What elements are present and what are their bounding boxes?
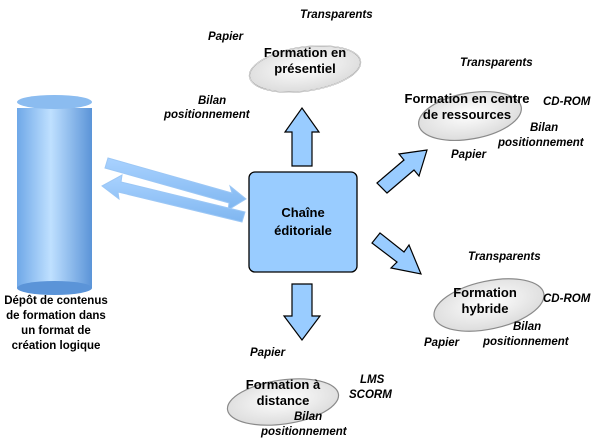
central-box <box>248 171 358 273</box>
store-label-line: un format de <box>21 325 91 337</box>
centre-title: Formation en centre de ressources <box>392 91 542 123</box>
distance-tag-scorm: SCORM <box>349 389 392 401</box>
store-label-line: de formation dans <box>6 310 106 322</box>
storage-cylinder <box>17 95 92 295</box>
hybride-tag-transparents: Transparents <box>468 251 541 263</box>
presentiel-tag-positionnement: positionnement <box>164 109 250 121</box>
centre-tag-positionnement: positionnement <box>498 137 584 149</box>
store-label-line: création logique <box>11 340 101 352</box>
presentiel-tag-papier: Papier <box>208 31 244 43</box>
central-label-line1: Chaîne <box>281 205 325 220</box>
hybride-title-line1: Formation <box>453 285 517 300</box>
centre-tag-papier: Papier <box>451 149 487 161</box>
hybride-tag-papier: Papier <box>424 337 460 349</box>
disc-distance <box>226 378 340 426</box>
distance-tag-lms: LMS <box>360 374 385 386</box>
presentiel-tag-transparents: Transparents <box>300 9 373 21</box>
arrow-store-to-chain <box>104 157 247 211</box>
centre-title-line1: Formation en centre <box>404 91 530 106</box>
central-box-label: Chaîne éditoriale <box>249 204 357 240</box>
hybride-tag-positionnement: positionnement <box>483 336 569 348</box>
centre-tag-transparents: Transparents <box>460 57 533 69</box>
arrow-down <box>282 283 322 341</box>
centre-tag-cdrom: CD-ROM <box>543 96 591 108</box>
store-label: Dépôt de contenus de formation dans un f… <box>0 294 112 354</box>
central-label-line2: éditoriale <box>274 223 332 238</box>
disc-hybride <box>433 278 545 332</box>
arrow-chain-to-store <box>101 174 246 223</box>
distance-tag-bilan: Bilan <box>294 411 323 423</box>
hybride-title: Formation hybride <box>430 285 540 317</box>
hybride-tag-bilan: Bilan <box>513 321 542 333</box>
arrow-upper-right <box>376 149 428 194</box>
arrow-lower-right <box>371 232 422 275</box>
hybride-title-line2: hybride <box>461 301 509 316</box>
hybride-tag-cdrom: CD-ROM <box>543 293 591 305</box>
distance-tag-papier: Papier <box>250 347 286 359</box>
presentiel-tag-bilan: Bilan <box>198 95 227 107</box>
arrow-up <box>283 106 321 167</box>
distance-tag-positionnement: positionnement <box>261 426 347 438</box>
distance-title-line1: Formation à <box>245 377 321 392</box>
distance-title-line2: distance <box>256 393 310 408</box>
presentiel-title-line1: Formation en <box>263 45 347 60</box>
store-exchange-arrows <box>101 157 247 223</box>
store-label-line: Dépôt de contenus <box>4 295 108 307</box>
presentiel-title-line2: présentiel <box>274 61 336 76</box>
presentiel-title: Formation en présentiel <box>245 45 365 77</box>
centre-tag-bilan: Bilan <box>530 122 559 134</box>
disc-presentiel <box>248 45 362 93</box>
distance-title: Formation à distance <box>228 377 338 409</box>
disc-centre <box>418 91 522 141</box>
centre-title-line2: de ressources <box>422 107 512 122</box>
